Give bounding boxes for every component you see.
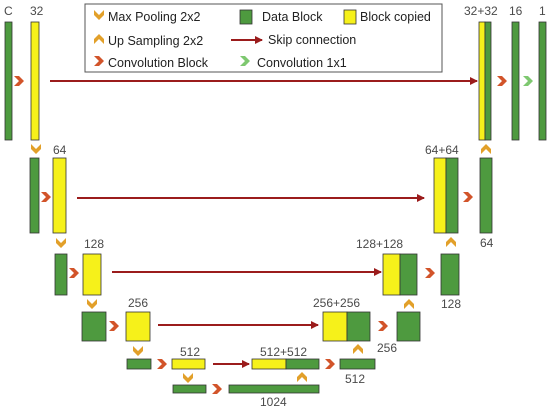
conv-icon-l2a xyxy=(69,268,79,278)
dec1-copied-block xyxy=(433,157,447,234)
label-enc4: 256 xyxy=(128,296,148,310)
label-input-c: C xyxy=(4,4,13,18)
conv-icon-l0a xyxy=(14,76,24,86)
bottleneck-in-block xyxy=(172,384,207,394)
label-dec-out-2: 128 xyxy=(441,297,461,311)
label-enc2: 64 xyxy=(53,143,67,157)
level-0: C 32 32+32 16 1 xyxy=(4,4,547,154)
maxpool-icon-l2 xyxy=(87,299,97,309)
conv-icon-l3a xyxy=(109,321,119,331)
enc3-block xyxy=(82,253,102,296)
label-dec-concat-3: 256+256 xyxy=(313,296,360,310)
conv-icon-l4b xyxy=(325,359,335,369)
dec3-data-block xyxy=(346,311,371,342)
dec0-copied-block xyxy=(478,21,486,141)
enc4-in-block xyxy=(81,311,107,342)
dec2-out-block xyxy=(440,253,460,296)
dec4-out-block xyxy=(339,358,376,370)
legend-skip-connection-label: Skip connection xyxy=(268,33,356,47)
upsample-icon-l4 xyxy=(297,372,307,382)
legend-data-block-label: Data Block xyxy=(262,10,323,24)
label-bottleneck: 1024 xyxy=(260,395,287,409)
enc3-in-block xyxy=(54,253,68,296)
label-dec-concat-4: 512+512 xyxy=(260,345,307,359)
input-block xyxy=(4,21,13,141)
legend-convolution-block-label: Convolution Block xyxy=(108,56,209,70)
level-4: 512 512+512 512 xyxy=(126,345,376,386)
output-block xyxy=(538,21,547,141)
label-dec-concat-0: 32+32 xyxy=(464,4,498,18)
upsample-icon-l3 xyxy=(353,344,363,354)
level-1: 64 64+64 64 xyxy=(29,143,494,250)
dec4-copied-block xyxy=(251,358,287,370)
block-copied-swatch xyxy=(343,9,357,25)
enc2-in-block xyxy=(29,157,40,234)
conv-icon-l3b xyxy=(378,321,388,331)
label-enc1: 32 xyxy=(30,4,44,18)
dec3-copied-block xyxy=(322,311,348,342)
upsample-icon-l1 xyxy=(446,237,456,247)
bottleneck-block xyxy=(228,384,320,394)
conv1x1-icon xyxy=(523,76,533,86)
legend-box xyxy=(84,3,443,73)
dec2-copied-block xyxy=(382,253,401,296)
label-enc5: 512 xyxy=(180,345,200,359)
conv-icon-l2b xyxy=(425,268,435,278)
label-dec-out-1: 64 xyxy=(480,236,494,250)
level-2: 128 128+128 128 xyxy=(54,237,461,311)
legend-convolution-1x1-label: Convolution 1x1 xyxy=(257,56,347,70)
enc5-block xyxy=(171,358,206,370)
bottleneck: 1024 xyxy=(172,384,320,409)
enc2-block xyxy=(52,157,67,234)
label-dec-out-4: 512 xyxy=(345,372,365,386)
maxpool-icon-l0 xyxy=(31,144,41,154)
conv-icon-l4a xyxy=(157,359,167,369)
enc1-block xyxy=(30,21,40,141)
conv-icon-l1b xyxy=(463,192,473,202)
legend: Max Pooling 2x2 Up Sampling 2x2 Convolut… xyxy=(84,3,443,73)
maxpool-icon-l1 xyxy=(56,238,66,248)
legend-up-sampling-label: Up Sampling 2x2 xyxy=(108,34,203,48)
dec0-out-block xyxy=(511,21,520,141)
maxpool-icon-l4 xyxy=(183,373,193,383)
dec3-out-block xyxy=(396,311,421,342)
label-dec-concat-2: 128+128 xyxy=(356,237,403,251)
dec0-data-block xyxy=(484,21,492,141)
level-3: 256 256+256 256 xyxy=(81,296,421,356)
upsample-icon-l2 xyxy=(404,299,414,309)
dec1-data-block xyxy=(445,157,459,234)
dec2-data-block xyxy=(399,253,418,296)
label-output: 1 xyxy=(539,4,546,18)
enc4-block xyxy=(125,311,151,342)
label-dec-concat-1: 64+64 xyxy=(425,143,459,157)
enc5-in-block xyxy=(126,358,152,370)
legend-max-pool-label: Max Pooling 2x2 xyxy=(108,10,200,24)
conv-icon-bottleneck xyxy=(212,384,222,394)
label-dec-out-3: 256 xyxy=(377,341,397,355)
label-enc3: 128 xyxy=(84,237,104,251)
conv-icon-l1a xyxy=(41,192,51,202)
label-dec-out-0: 16 xyxy=(509,4,523,18)
maxpool-icon-l3 xyxy=(133,346,143,356)
dec4-data-block xyxy=(285,358,320,370)
legend-block-copied-label: Block copied xyxy=(360,10,431,24)
data-block-swatch xyxy=(239,9,253,25)
upsample-icon-l0 xyxy=(481,144,491,154)
dec1-out-block xyxy=(479,157,493,234)
conv-icon-l0b xyxy=(497,76,507,86)
